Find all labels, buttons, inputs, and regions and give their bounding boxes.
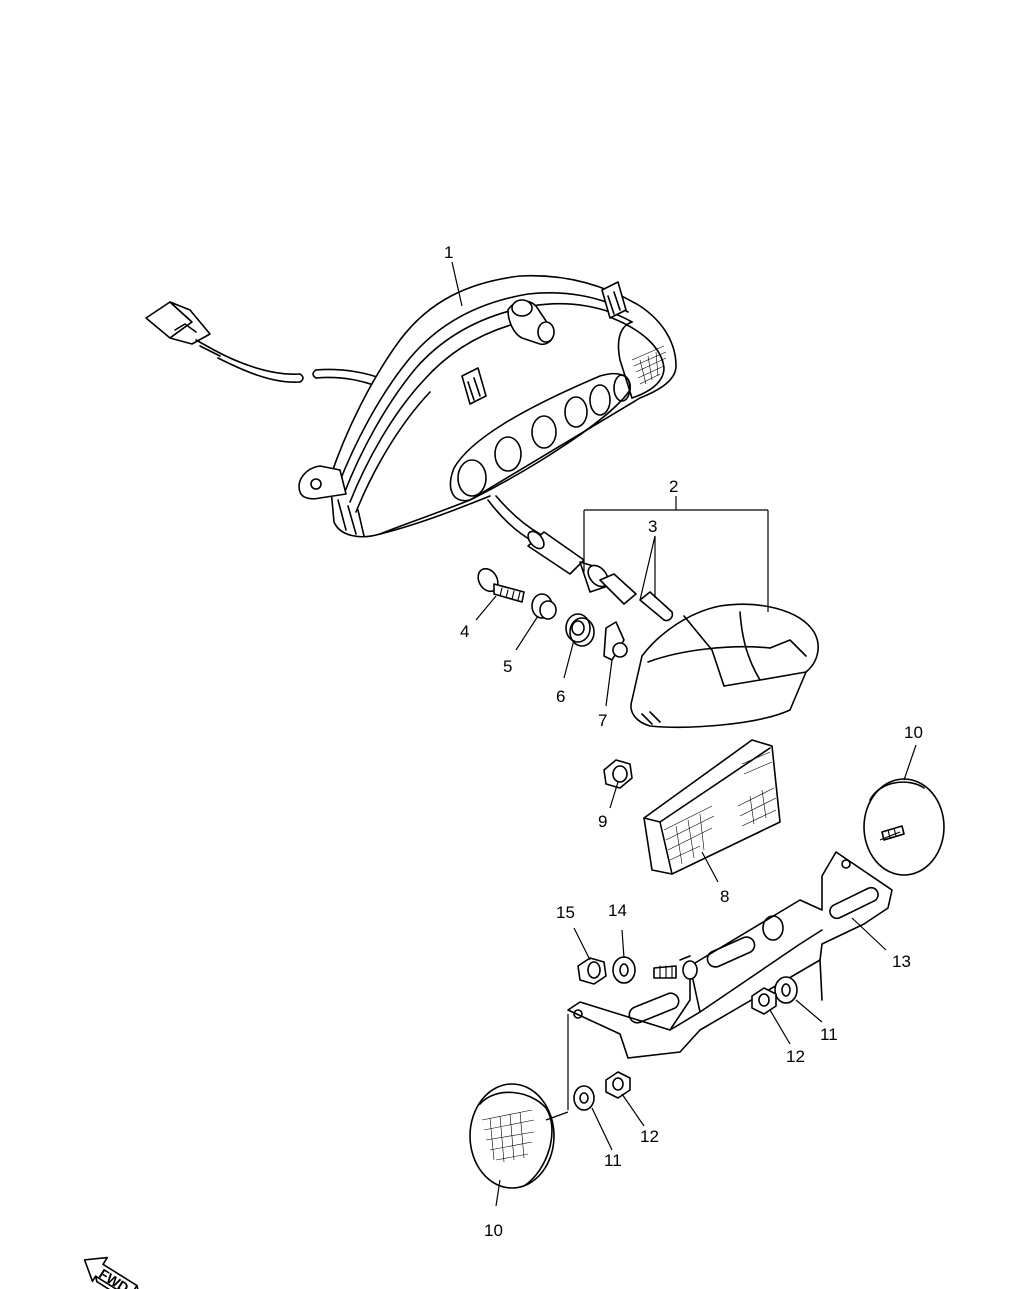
led-windows — [449, 372, 631, 502]
grommet — [565, 613, 595, 647]
washer-11-right — [774, 976, 798, 1004]
callout-3: 3 — [648, 517, 657, 536]
washer-11-left — [573, 1085, 595, 1111]
callout-7: 7 — [598, 711, 607, 730]
mounting-clips — [461, 281, 627, 405]
reflector-grid — [663, 751, 777, 865]
callout-11-right: 11 — [820, 1025, 838, 1044]
lens-grid — [631, 345, 667, 385]
nut-clip — [603, 621, 628, 661]
hex-nut-12-right — [751, 987, 777, 1015]
callout-9: 9 — [598, 812, 607, 831]
socket-and-bulb — [527, 530, 674, 622]
bolt — [477, 567, 525, 603]
callout-8: 8 — [720, 887, 729, 906]
washer-14 — [612, 956, 636, 984]
callout-15: 15 — [556, 903, 575, 922]
round-reflector-right — [863, 778, 945, 876]
round-reflector-left — [469, 1083, 555, 1189]
callout-4: 4 — [460, 622, 469, 641]
callout-11-left: 11 — [604, 1151, 622, 1170]
reflector-dot-grid — [481, 1109, 535, 1163]
license-bracket — [567, 851, 893, 1059]
callout-labels: 1 2 3 4 5 6 7 8 9 10 10 11 11 12 12 13 1… — [444, 243, 923, 1240]
callout-12-right: 12 — [786, 1047, 805, 1066]
adjuster-knob — [507, 299, 555, 346]
hex-nut-12-left — [605, 1071, 631, 1099]
fwd-arrow-icon: FWD — [83, 1256, 140, 1289]
stud-screw — [653, 960, 698, 980]
leader-lines — [451, 261, 917, 1207]
callout-1: 1 — [444, 243, 453, 262]
reflector-lens — [643, 739, 781, 875]
callout-10-bottom: 10 — [484, 1221, 503, 1240]
tail-light-assembly — [145, 274, 677, 543]
hex-nut-15 — [577, 957, 607, 985]
callout-10-top: 10 — [904, 723, 923, 742]
callout-14: 14 — [608, 901, 627, 920]
callout-13: 13 — [892, 952, 911, 971]
wire-connector — [145, 301, 221, 357]
callout-6: 6 — [556, 687, 565, 706]
callout-2: 2 — [669, 477, 678, 496]
callout-12-left: 12 — [640, 1127, 659, 1146]
license-light-lens — [630, 603, 819, 728]
mount-tab — [298, 465, 347, 500]
hex-nut-9 — [603, 759, 633, 789]
washer-collar — [531, 593, 557, 620]
callout-5: 5 — [503, 657, 512, 676]
